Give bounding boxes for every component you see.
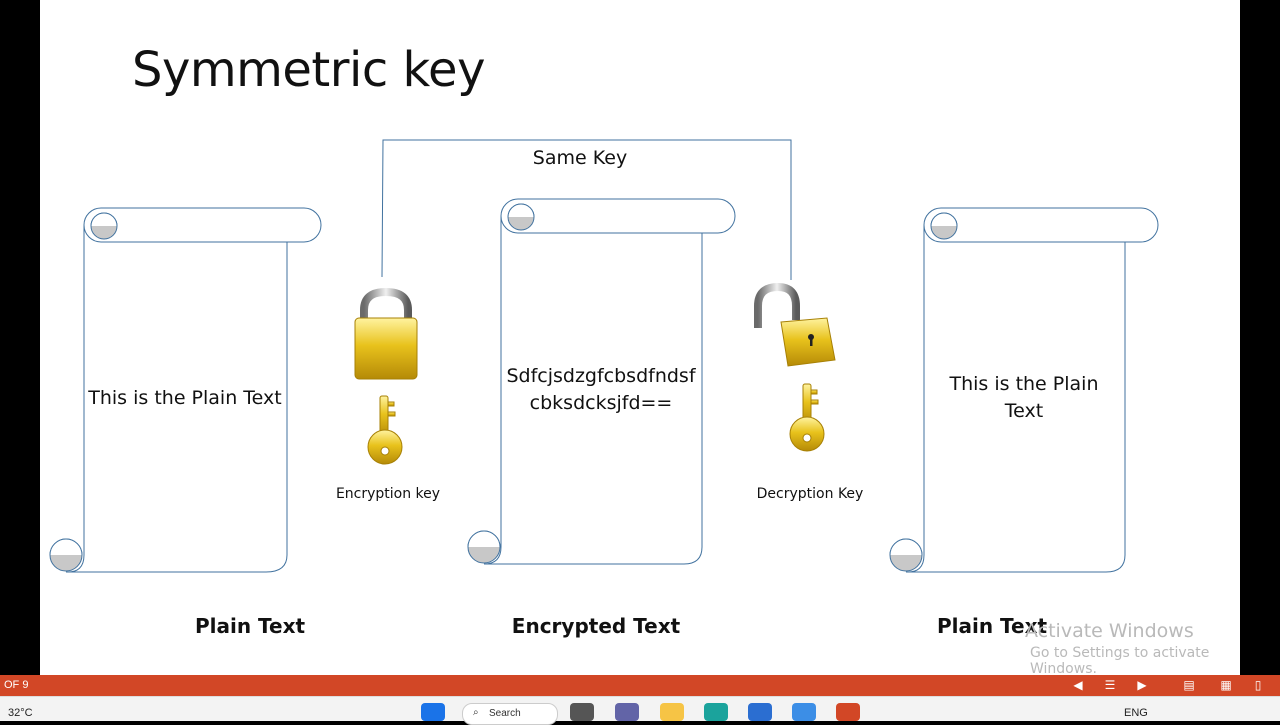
edge-icon[interactable] bbox=[704, 703, 728, 721]
reading-view-icon[interactable]: ▯ bbox=[1254, 678, 1262, 692]
scroll-left-line: This is the Plain Text bbox=[88, 387, 282, 409]
scroll-right-text: This is the Plain Text bbox=[924, 371, 1124, 425]
task-view-icon[interactable] bbox=[570, 703, 594, 721]
search-input[interactable]: ⌕ Search bbox=[462, 703, 558, 725]
scroll-right-line: Text bbox=[1004, 400, 1044, 422]
teams-icon[interactable] bbox=[615, 703, 639, 721]
normal-view-icon[interactable]: ▤ bbox=[1183, 678, 1195, 692]
scroll-left bbox=[49, 207, 322, 573]
slide-graphics bbox=[49, 139, 1159, 573]
taskbar: 32°C ⌕ Search ENG bbox=[0, 696, 1280, 725]
scroll-right bbox=[889, 207, 1159, 573]
language-indicator[interactable]: ENG bbox=[1124, 707, 1148, 719]
activate-windows-watermark: Activate Windows bbox=[1025, 620, 1194, 642]
next-icon[interactable]: ▶ bbox=[1137, 678, 1147, 692]
scroll-middle-line: cbksdcksjfd== bbox=[529, 392, 673, 414]
decryption-key-icon bbox=[789, 383, 825, 452]
scroll-middle-text: Sdfcjsdzgfcbsdfndsf cbksdcksjfd== bbox=[501, 363, 701, 417]
slide-area: Symmetric key Same Key This is the Plain… bbox=[40, 0, 1240, 677]
same-key-connector bbox=[381, 139, 792, 280]
slide-sorter-icon[interactable]: ▦ bbox=[1220, 678, 1232, 692]
powerpoint-icon[interactable] bbox=[836, 703, 860, 721]
open-lock-icon bbox=[754, 282, 836, 367]
search-icon: ⌕ bbox=[473, 707, 479, 718]
previous-icon[interactable]: ◀ bbox=[1073, 678, 1083, 692]
plain-text-label-left: Plain Text bbox=[194, 614, 306, 638]
scroll-left-text: This is the Plain Text bbox=[84, 385, 286, 412]
same-key-label: Same Key bbox=[532, 147, 628, 169]
scroll-middle-line: Sdfcjsdzgfcbsdfndsf bbox=[506, 365, 696, 387]
store-icon[interactable] bbox=[748, 703, 772, 721]
encryption-key-label: Encryption key bbox=[335, 486, 441, 502]
slide-count: OF 9 bbox=[4, 679, 29, 691]
weather-widget[interactable]: 32°C bbox=[8, 707, 33, 719]
activate-windows-hint: Go to Settings to activate Windows. bbox=[1030, 645, 1210, 677]
encrypted-text-label: Encrypted Text bbox=[511, 614, 681, 638]
status-bar: OF 9 ◀ ☰ ▶ ▤ ▦ ▯ bbox=[0, 675, 1280, 696]
search-label: Search bbox=[489, 708, 521, 719]
scroll-middle bbox=[467, 198, 736, 565]
slide-title: Symmetric key bbox=[132, 42, 485, 98]
start-icon[interactable] bbox=[421, 703, 445, 721]
notepad-icon[interactable] bbox=[792, 703, 816, 721]
scroll-right-line: This is the Plain bbox=[949, 373, 1099, 395]
closed-lock-icon bbox=[354, 287, 418, 380]
notes-icon[interactable]: ☰ bbox=[1104, 678, 1116, 692]
encryption-key-icon bbox=[367, 395, 403, 465]
plain-text-label-right: Plain Text bbox=[936, 614, 1048, 638]
file-explorer-icon[interactable] bbox=[660, 703, 684, 721]
decryption-key-label: Decryption Key bbox=[756, 486, 864, 502]
slide: Symmetric key Same Key This is the Plain… bbox=[40, 0, 1240, 677]
